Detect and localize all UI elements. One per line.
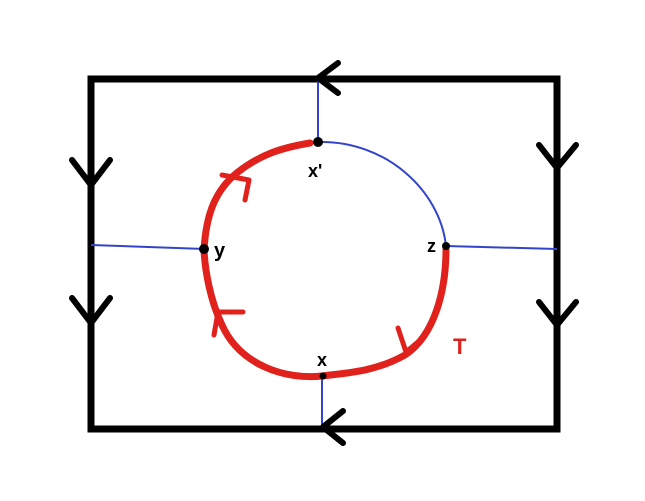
- point-y: [199, 244, 209, 254]
- arrow-left-lower-icon: [69, 295, 113, 326]
- label-z: z: [427, 236, 436, 256]
- label-x-bottom: x: [317, 350, 327, 370]
- arrow-right-lower-icon: [536, 299, 579, 328]
- arrow-right-upper-icon: [536, 142, 579, 171]
- point-x-top: [313, 137, 323, 147]
- arrow-bottom-icon: [320, 408, 346, 446]
- label-y: y: [214, 240, 226, 262]
- blue-arc: [317, 140, 447, 247]
- blue-line-left: [90, 244, 206, 250]
- blue-line-right: [445, 245, 558, 250]
- label-t: T: [453, 334, 467, 359]
- arrow-left-upper-icon: [69, 157, 113, 188]
- arrow-top-icon: [315, 60, 341, 96]
- point-x-bottom: [319, 372, 327, 380]
- point-z: [442, 242, 450, 250]
- label-x-top: x': [308, 161, 322, 181]
- red-arrow-upper-left-icon: [219, 172, 252, 203]
- red-arrow-lower-left-icon: [211, 309, 246, 338]
- red-arrow-lower-right-icon: [395, 325, 428, 355]
